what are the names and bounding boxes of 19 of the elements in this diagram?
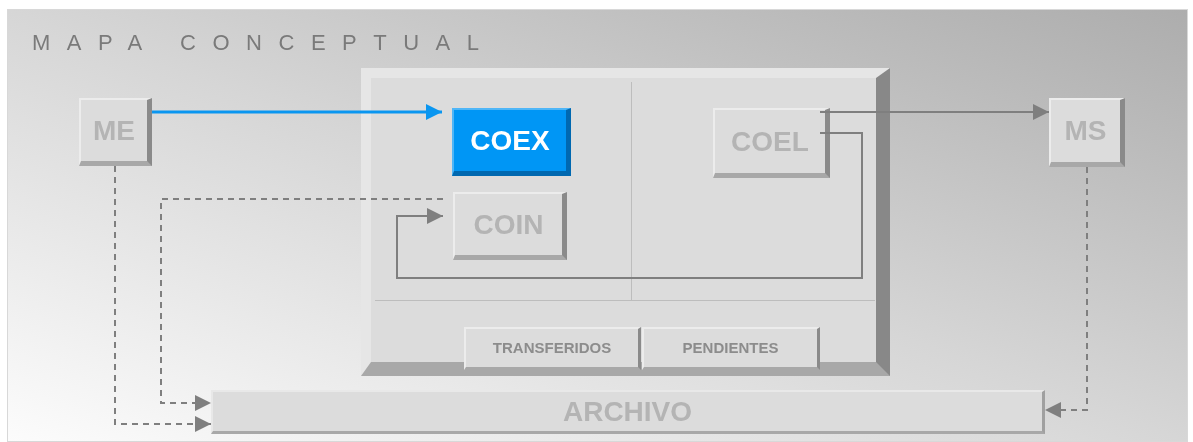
archive-bar	[211, 390, 1045, 434]
arrow	[396, 132, 863, 279]
panel-box	[361, 68, 890, 376]
arrow	[114, 165, 212, 432]
concept-box	[452, 108, 571, 176]
title: MAPA CONCEPTUAL	[32, 29, 496, 57]
node-label: PENDIENTES	[682, 337, 779, 358]
concept-box	[713, 108, 830, 178]
concept-box	[79, 98, 152, 166]
node-label: COEX	[470, 123, 550, 158]
status-box	[464, 327, 641, 370]
arrow	[1044, 166, 1088, 418]
arrow	[819, 104, 1050, 120]
arrow	[152, 104, 442, 120]
status-box	[642, 327, 820, 370]
node-label: TRANSFERIDOS	[492, 337, 612, 358]
concept-box	[1049, 98, 1125, 167]
concept-box	[453, 192, 567, 260]
arrow	[160, 198, 444, 411]
